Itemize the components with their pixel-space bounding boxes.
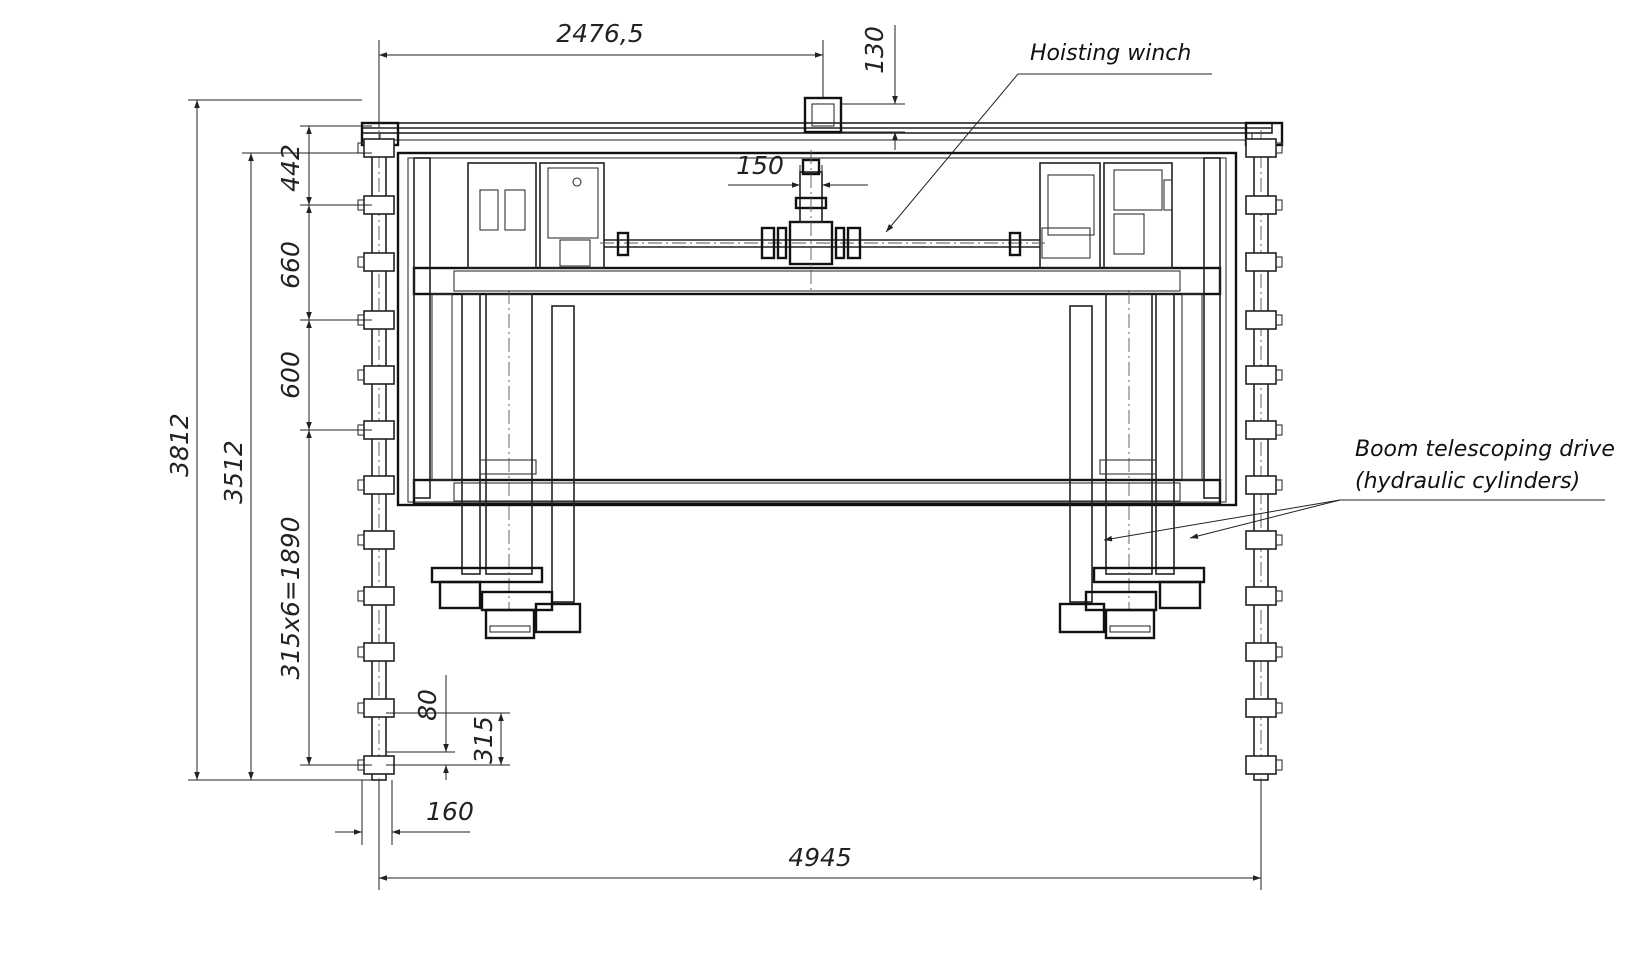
chain-link-tab: [1275, 256, 1283, 268]
chain-link: [1245, 475, 1277, 495]
chain-link: [1245, 138, 1277, 158]
left-chain-column: [357, 130, 395, 800]
dim-600: 600: [276, 351, 305, 399]
dim-160: 160: [426, 797, 474, 826]
dim-inner-height: 3512: [219, 440, 248, 504]
dim-top-offset: 130: [860, 26, 889, 74]
dimension-lines: [188, 25, 1262, 890]
chain-link-tab: [357, 479, 365, 491]
dim-pitch-total: 315x6=1890: [276, 517, 305, 680]
left-winch-housing: [467, 162, 605, 269]
dim-315: 315: [469, 716, 498, 764]
right-winch-housing: [1039, 162, 1173, 269]
dimension-text: 2476,5 130 150 3812 3512 442 660 600 315…: [165, 19, 889, 872]
chain-link-tab: [1275, 369, 1283, 381]
chain-link: [363, 530, 395, 550]
main-frame: [396, 151, 1238, 507]
chain-link-tab: [1275, 702, 1283, 714]
chain-link: [363, 475, 395, 495]
chain-link: [363, 698, 395, 718]
top-beam: [360, 96, 1284, 147]
chain-link: [1245, 642, 1277, 662]
chain-link-tab: [1275, 759, 1283, 771]
dim-winch-width: 150: [736, 151, 784, 180]
chain-link: [1245, 755, 1277, 775]
label-boom-drive-line1: Boom telescoping drive: [1355, 437, 1615, 462]
chain-link: [1245, 420, 1277, 440]
chain-link-tab: [1275, 142, 1283, 154]
dim-442: 442: [276, 144, 305, 192]
winch-shaft: [600, 150, 1045, 290]
chain-link-tab: [357, 702, 365, 714]
label-hoisting-winch: Hoisting winch: [1030, 41, 1191, 66]
chain-link-tab: [1275, 314, 1283, 326]
chain-link: [363, 586, 395, 606]
callout-labels: Hoisting winch Boom telescoping drive (h…: [1030, 41, 1615, 494]
chain-link-tab: [1275, 479, 1283, 491]
chain-link: [1245, 698, 1277, 718]
chain-link-tab: [1275, 534, 1283, 546]
chain-link: [1245, 310, 1277, 330]
chain-link-tab: [357, 534, 365, 546]
dim-overall-width: 4945: [788, 843, 852, 872]
label-boom-drive-line2: (hydraulic cylinders): [1355, 469, 1580, 494]
dim-top-width: 2476,5: [556, 19, 643, 48]
chain-link: [1245, 586, 1277, 606]
left-hydraulic-cylinders: [430, 290, 582, 640]
chain-link: [363, 138, 395, 158]
chain-link: [363, 252, 395, 272]
chain-link-tab: [357, 646, 365, 658]
chain-link-tab: [357, 256, 365, 268]
chain-link: [1245, 252, 1277, 272]
right-chain-column: [1245, 130, 1283, 800]
chain-link-tab: [1275, 424, 1283, 436]
chain-link-tab: [1275, 646, 1283, 658]
dim-overall-height: 3812: [165, 413, 194, 477]
chain-link-tab: [357, 369, 365, 381]
chain-link: [363, 642, 395, 662]
chain-link: [1245, 530, 1277, 550]
leader-lines: [885, 73, 1605, 542]
chain-link: [1245, 195, 1277, 215]
right-hydraulic-cylinders: [1058, 290, 1206, 640]
chain-link-tab: [357, 590, 365, 602]
chain-link: [1245, 365, 1277, 385]
chain-link: [363, 365, 395, 385]
chain-link-tab: [1275, 590, 1283, 602]
dim-80: 80: [413, 689, 442, 721]
chain-link-tab: [1275, 199, 1283, 211]
dim-660: 660: [276, 241, 305, 289]
